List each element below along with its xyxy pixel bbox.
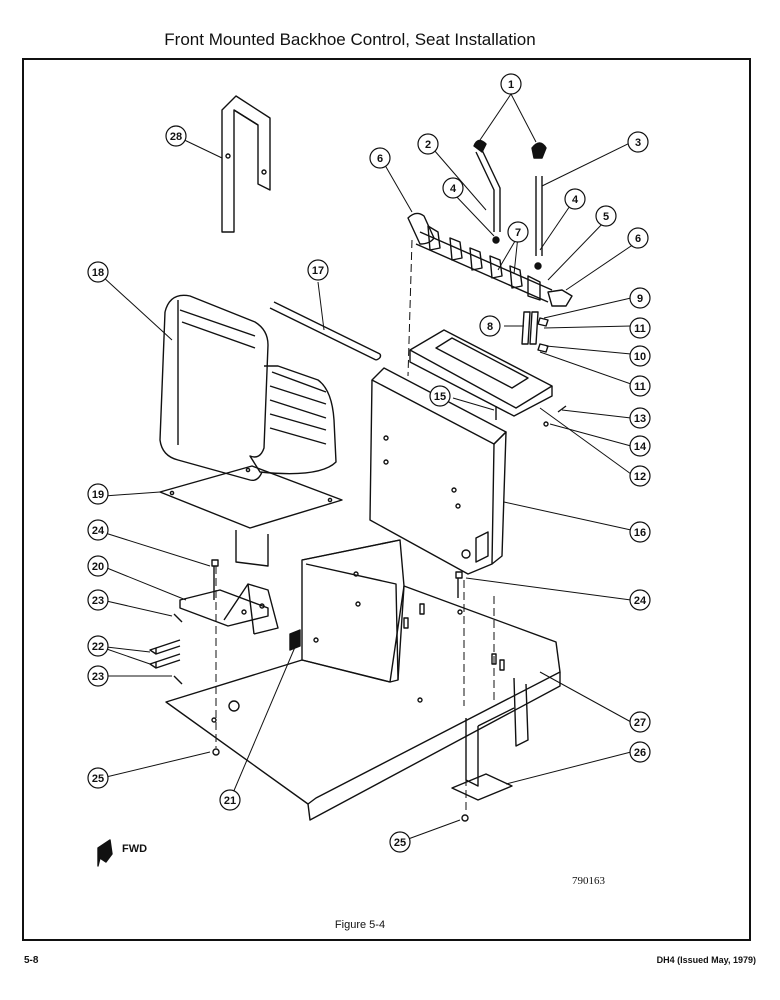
callout-28: 28 [165,125,187,147]
svg-text:6: 6 [377,153,383,165]
forward-arrow-icon [97,839,113,867]
callout-27: 27 [629,711,651,733]
callout-9: 9 [629,287,651,309]
drawing-number: 790163 [572,875,606,887]
svg-text:8: 8 [487,321,493,333]
callout-12: 12 [629,465,651,487]
callout-17: 17 [307,259,329,281]
svg-text:5: 5 [603,211,609,223]
callout-22: 22 [87,635,109,657]
armrest-bracket [221,95,271,233]
page-title: Front Mounted Backhoe Control, Seat Inst… [164,30,536,49]
svg-text:4: 4 [450,183,457,195]
bolts-and-nuts [149,559,469,822]
svg-text:24: 24 [92,525,105,537]
svg-text:23: 23 [92,671,104,683]
base-platform [165,585,561,821]
svg-text:24: 24 [634,595,647,607]
callout-23: 23 [87,589,109,611]
svg-text:3: 3 [635,137,641,149]
callout-4: 4 [564,188,586,210]
callout-2: 2 [417,133,439,155]
callout-11: 11 [629,317,651,339]
assembly-centerlines [215,239,495,812]
forward-direction-label: FWD [122,843,147,855]
callout-3: 3 [627,131,649,153]
svg-text:21: 21 [224,795,236,807]
callout-18: 18 [87,261,109,283]
callout-10: 10 [629,345,651,367]
callout-7: 7 [507,221,529,243]
callout-6: 6 [627,227,649,249]
control-valve [407,212,573,307]
svg-text:25: 25 [394,837,406,849]
console-top-cover [409,329,553,417]
svg-text:20: 20 [92,561,104,573]
svg-text:2: 2 [425,139,431,151]
svg-text:23: 23 [92,595,104,607]
svg-text:18: 18 [92,267,104,279]
svg-text:12: 12 [634,471,646,483]
svg-text:27: 27 [634,717,646,729]
callout-15: 15 [429,385,451,407]
svg-text:16: 16 [634,527,646,539]
svg-text:7: 7 [515,227,521,239]
callout-1: 1 [500,73,522,95]
svg-text:11: 11 [634,323,646,335]
callout-25: 25 [87,767,109,789]
callout-26: 26 [629,741,651,763]
svg-text:26: 26 [634,747,646,759]
figure-caption: Figure 5-4 [335,919,385,931]
callout-5: 5 [595,205,617,227]
svg-text:15: 15 [434,391,446,403]
document-info: DH4 (Issued May, 1979) [656,955,756,965]
callout-4: 4 [442,177,464,199]
svg-text:22: 22 [92,641,104,653]
callout-25: 25 [389,831,411,853]
figure-frame [22,58,751,941]
callout-13: 13 [629,407,651,429]
callout-24: 24 [87,519,109,541]
callout-14: 14 [629,435,651,457]
control-console [369,367,507,575]
page-number: 5-8 [24,955,39,966]
callout-8: 8 [479,315,501,337]
control-rod [269,301,382,361]
leader-lines [97,93,637,843]
svg-text:9: 9 [637,293,643,305]
control-levers [473,139,547,270]
seat-support-bracket [179,583,279,635]
svg-text:28: 28 [170,131,182,143]
callout-19: 19 [87,483,109,505]
svg-text:19: 19 [92,489,104,501]
svg-text:14: 14 [634,441,647,453]
svg-text:4: 4 [572,194,579,206]
svg-text:11: 11 [634,381,646,393]
svg-text:6: 6 [635,233,641,245]
callout-11: 11 [629,375,651,397]
svg-text:17: 17 [312,265,324,277]
callout-20: 20 [87,555,109,577]
svg-text:10: 10 [634,351,646,363]
callout-23: 23 [87,665,109,687]
callout-24: 24 [629,589,651,611]
seat-plate [159,465,343,567]
callout-21: 21 [219,789,241,811]
seat [159,294,337,482]
callout-6: 6 [369,147,391,169]
svg-text:25: 25 [92,773,104,785]
callout-16: 16 [629,521,651,543]
svg-text:13: 13 [634,413,646,425]
fastener-parts [495,311,567,427]
svg-text:1: 1 [508,79,514,91]
